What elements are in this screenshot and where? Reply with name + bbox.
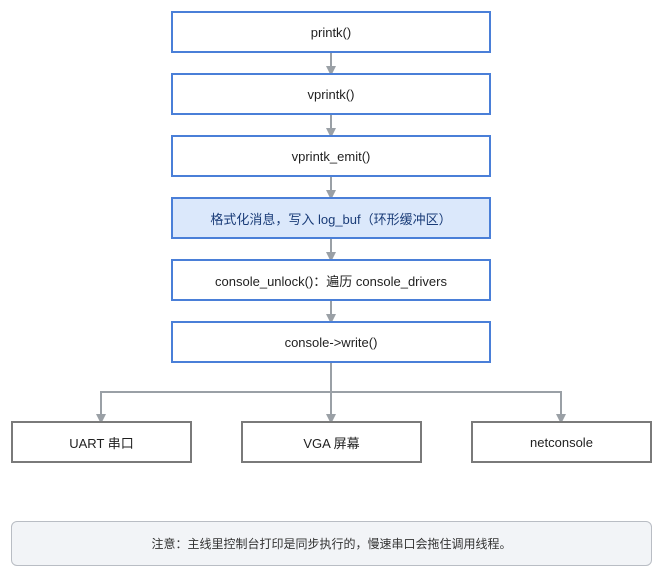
- node-vga-screen: VGA 屏幕: [241, 421, 422, 463]
- node-console-write-label: console->write(): [284, 334, 378, 350]
- node-printk-label: printk(): [310, 24, 352, 40]
- node-format-log-buf-label: 格式化消息，写入 log_buf（环形缓冲区）: [210, 211, 452, 227]
- note-text: 注意：主线里控制台打印是同步执行的，慢速串口会拖住调用线程。: [151, 537, 512, 551]
- node-uart-serial: UART 串口: [11, 421, 192, 463]
- node-vprintk: vprintk(): [171, 73, 491, 115]
- node-vprintk-label: vprintk(): [307, 86, 355, 102]
- node-netconsole-label: netconsole: [530, 434, 593, 450]
- node-netconsole: netconsole: [471, 421, 652, 463]
- node-uart-serial-label: UART 串口: [69, 435, 134, 451]
- node-vga-screen-label: VGA 屏幕: [303, 435, 360, 451]
- node-console-write: console->write(): [171, 321, 491, 363]
- node-vprintk-emit: vprintk_emit(): [171, 135, 491, 177]
- node-format-log-buf: 格式化消息，写入 log_buf（环形缓冲区）: [171, 197, 491, 239]
- node-console-unlock-label: console_unlock()：遍历 console_drivers: [215, 273, 447, 289]
- note-box: 注意：主线里控制台打印是同步执行的，慢速串口会拖住调用线程。: [11, 521, 652, 566]
- node-printk: printk(): [171, 11, 491, 53]
- node-vprintk-emit-label: vprintk_emit(): [291, 148, 371, 164]
- node-console-unlock: console_unlock()：遍历 console_drivers: [171, 259, 491, 301]
